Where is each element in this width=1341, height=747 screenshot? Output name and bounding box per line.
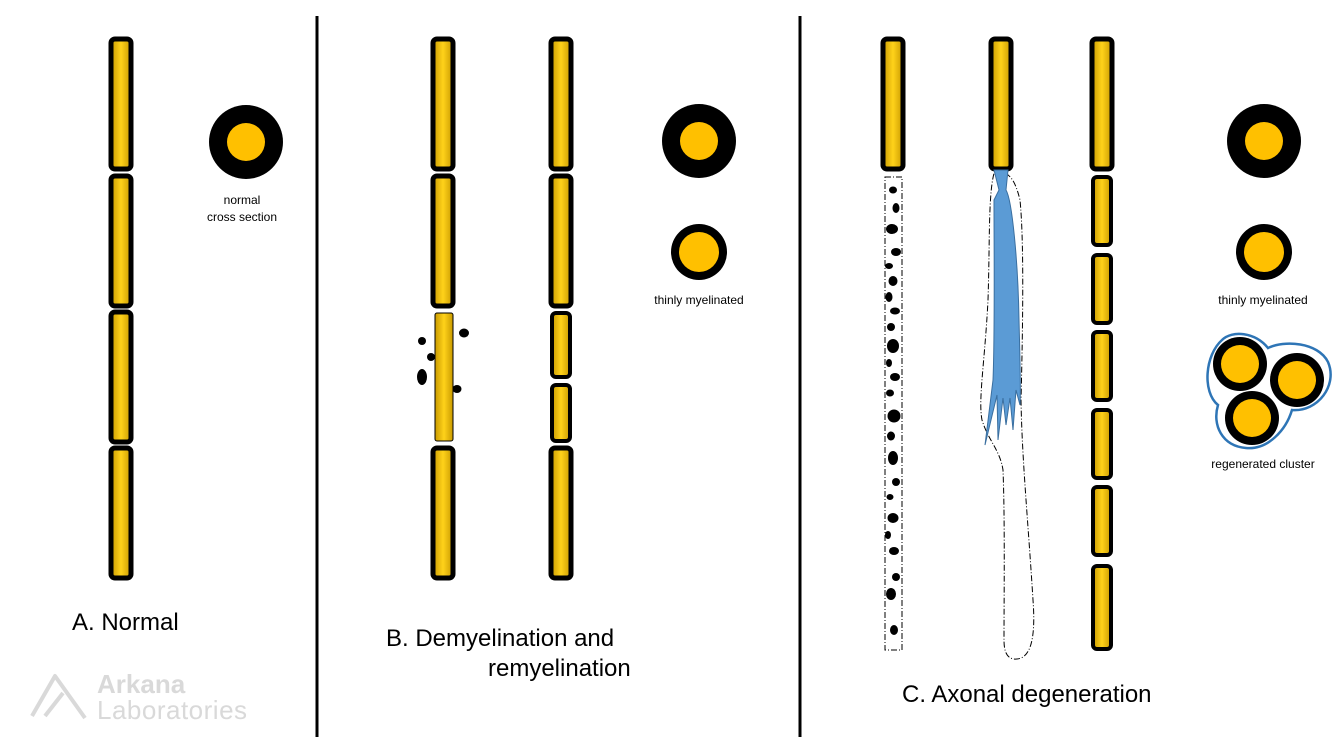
wallerian-degeneration-fiber (880, 36, 906, 651)
demyelinated-segment (434, 312, 454, 442)
internode (1089, 36, 1115, 172)
internode (108, 173, 134, 309)
internode (430, 36, 456, 172)
myelin-debris (417, 328, 469, 393)
regenerated-cluster-label: regenerated cluster (1211, 457, 1315, 471)
demyelinated-fiber (417, 36, 469, 581)
short-internode (550, 383, 572, 443)
short-internode (1091, 175, 1113, 247)
panel-c-title: C. Axonal degeneration (902, 681, 1152, 708)
normal-cross-section (662, 104, 736, 178)
internode (430, 445, 456, 581)
internode (108, 36, 134, 172)
logo-line1: Arkana (97, 669, 186, 699)
short-internode (1091, 330, 1113, 402)
internode (548, 173, 574, 309)
short-internode (550, 311, 572, 379)
internode (430, 173, 456, 309)
thinly-myelinated-cross-section (671, 224, 727, 280)
cluster-outline (1206, 332, 1332, 450)
internode (108, 309, 134, 445)
short-internode (1091, 564, 1113, 651)
thinly-myelinated-label: thinly myelinated (1218, 293, 1308, 307)
normal-cross-section (1227, 104, 1301, 178)
arkana-logo-icon (30, 674, 87, 720)
thinly-myelinated-cross-section (1236, 224, 1292, 280)
short-internode (1091, 253, 1113, 325)
internode (988, 36, 1014, 172)
myelin-ovoids (885, 186, 901, 635)
label-line: normal (223, 193, 261, 207)
regenerating-sprouts (984, 169, 1021, 446)
normal-cross-section (209, 105, 283, 179)
panel-b-title-line2: remyelination (488, 655, 631, 682)
degenerated-tube (884, 176, 903, 651)
schwann-band-fiber (980, 36, 1035, 660)
remyelinated-fiber (548, 36, 574, 581)
internode (880, 36, 906, 172)
internode (548, 445, 574, 581)
internode (108, 445, 134, 581)
short-internode (1091, 408, 1113, 480)
regenerated-fiber (1089, 36, 1115, 651)
arkana-logo-text: Arkana Laboratories (97, 671, 248, 723)
normal-fiber (108, 36, 134, 581)
thinly-myelinated-label: thinly myelinated (654, 293, 744, 307)
internode (548, 36, 574, 172)
logo-line2: Laboratories (97, 695, 248, 725)
panel-a-title: A. Normal (72, 609, 179, 636)
panel-b-title-line1: B. Demyelination and (386, 625, 615, 652)
empty-endoneurial-tube (980, 169, 1035, 660)
regenerated-cluster (1206, 332, 1332, 450)
label-line: cross section (206, 210, 278, 224)
short-internode (1091, 485, 1113, 557)
normal-cross-section-label: normal cross section (196, 192, 288, 226)
